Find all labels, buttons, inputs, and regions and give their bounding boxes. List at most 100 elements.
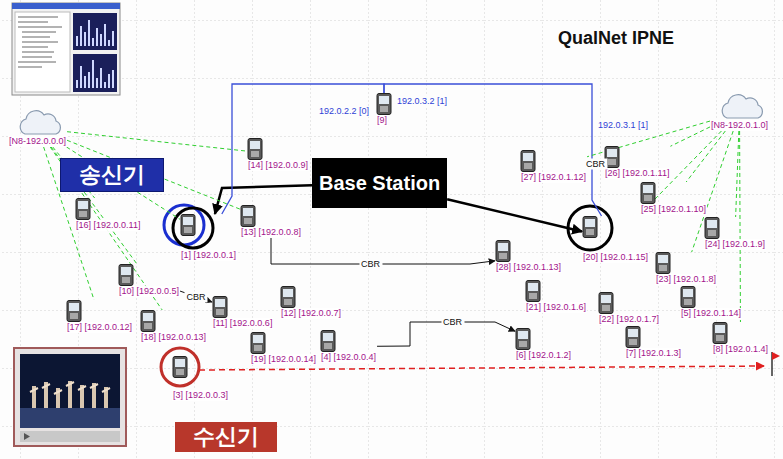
player-controls <box>20 431 120 442</box>
phone-keypad <box>254 345 262 351</box>
phone-screen <box>283 289 293 297</box>
network-cloud: [N8-192.0.0.0] <box>8 110 67 147</box>
phone-icon <box>704 217 720 239</box>
wireless-link <box>736 131 739 217</box>
stage-floor <box>20 408 120 428</box>
phone-icon <box>250 332 266 354</box>
phone-icon <box>172 356 188 378</box>
phone-keypad <box>684 299 692 305</box>
phone-icon <box>75 198 91 220</box>
wireless-link <box>686 131 725 182</box>
phone-icon <box>582 216 598 238</box>
mobile-node: [22] [192.0.1.7] <box>598 292 660 325</box>
mobile-node: [1] [192.0.0.1] <box>180 214 237 261</box>
phone-body <box>583 217 597 238</box>
mobile-node: [8] [192.0.1.4] <box>712 322 769 355</box>
phone-keypad <box>499 253 507 259</box>
phone-screen <box>323 333 333 341</box>
callout-box: Base Station <box>312 158 447 208</box>
phone-screen <box>243 208 253 216</box>
phone-screen <box>528 283 538 291</box>
mobile-node: [11] [192.0.0.6] <box>212 296 273 329</box>
node-label: [6] [192.0.1.2] <box>515 350 572 361</box>
mobile-node: [26] [192.0.1.11] <box>604 146 670 179</box>
phone-body <box>526 281 540 302</box>
phone-body <box>251 333 265 354</box>
phone-keypad <box>70 313 78 319</box>
phone-icon <box>640 182 656 204</box>
flag-cloth <box>772 352 780 360</box>
phone-icon <box>525 280 541 302</box>
highlight-circle <box>161 348 199 386</box>
chart-panel <box>73 13 117 50</box>
node-label: [27] [192.0.1.12] <box>520 172 587 183</box>
phone-body <box>377 94 391 115</box>
node-label: [N8-192.0.1.0] <box>710 120 769 131</box>
phone-icon <box>680 286 696 308</box>
phone-screen <box>601 295 611 303</box>
phone-icon <box>625 326 641 348</box>
phone-body <box>713 323 727 344</box>
phone-screen <box>250 141 260 149</box>
text-lines <box>18 17 62 67</box>
video-inset <box>14 348 126 446</box>
phone-icon <box>712 322 728 344</box>
window-frame <box>12 3 120 95</box>
phone-icon <box>520 150 536 172</box>
node-label: [23] [192.0.1.8] <box>655 274 717 285</box>
mobile-node: [19] [192.0.0.14] <box>250 332 317 365</box>
network-cloud: [N8-192.0.1.0] <box>710 94 769 131</box>
mobile-node: [12] [192.0.0.7] <box>280 286 342 319</box>
phone-body <box>599 293 613 314</box>
phone-screen <box>628 329 638 337</box>
dancer-arms <box>30 382 110 394</box>
phone-keypad <box>244 218 252 224</box>
phone-screen <box>78 201 88 209</box>
mobile-node: [25] [192.0.1.10] <box>640 182 707 215</box>
phone-icon <box>320 330 336 352</box>
phone-icon <box>240 205 256 227</box>
phone-icon <box>376 93 392 115</box>
wireless-link <box>67 132 247 151</box>
traffic-label: CBR <box>441 317 464 328</box>
phone-keypad <box>184 227 192 233</box>
node-label: [22] [192.0.1.7] <box>598 314 660 325</box>
callout-box: 수신기 <box>175 422 277 452</box>
phone-keypad <box>629 339 637 345</box>
phone-body <box>141 311 155 332</box>
phone-icon <box>247 138 263 160</box>
traffic-label: CBR <box>185 291 208 302</box>
node-label: [14] [192.0.0.9] <box>247 160 309 171</box>
callout-text: Base Station <box>319 171 440 195</box>
callout-box: 송신기 <box>60 158 164 192</box>
callout-text: 수신기 <box>193 424 259 450</box>
screenshot-inset <box>12 3 120 95</box>
interface-address: 192.0.3.1 [1] <box>597 120 649 131</box>
phone-keypad <box>529 293 537 299</box>
phone-body <box>656 253 670 274</box>
phone-screen <box>175 359 185 367</box>
mobile-node: [28] [192.0.1.13] <box>495 240 562 273</box>
phone-keypad <box>144 323 152 329</box>
node-label: [11] [192.0.0.6] <box>212 318 273 329</box>
cbr-flow <box>271 238 495 264</box>
node-label: [9] <box>376 115 388 126</box>
phone-keypad <box>608 159 616 165</box>
phone-keypad <box>122 277 130 283</box>
phone-icon <box>280 286 296 308</box>
phone-body <box>626 327 640 348</box>
node-label: [28] [192.0.1.13] <box>495 262 562 273</box>
phone-body <box>119 265 133 286</box>
mobile-node: [18] [192.0.0.13] <box>140 310 207 343</box>
phone-screen <box>379 96 389 104</box>
tool-title: QualNet IPNE <box>558 28 674 49</box>
phone-screen <box>143 313 153 321</box>
phone-screen <box>523 153 533 161</box>
node-label: [7] [192.0.1.3] <box>625 348 682 359</box>
phone-body <box>321 331 335 352</box>
phone-body <box>521 151 535 172</box>
node-label: [25] [192.0.1.10] <box>640 204 707 215</box>
node-label: [20] [192.0.1.15] <box>582 252 649 263</box>
interface-address: 192.0.2.2 [0] <box>318 106 370 117</box>
